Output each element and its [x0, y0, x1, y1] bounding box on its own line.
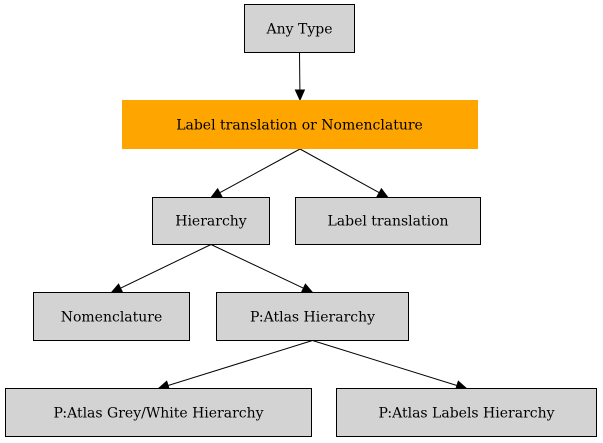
edge-patlas-hierarchy-to-patlas-labels — [312, 340, 468, 391]
node-patlas-labels-hierarchy[interactable]: P:Atlas Labels Hierarchy — [336, 388, 597, 437]
node-nomenclature-label: Nomenclature — [61, 310, 163, 326]
edge-line — [210, 244, 304, 289]
node-patlas-grey-white-hierarchy-box — [5, 388, 312, 437]
edge-label-or-nomenclature-to-hierarchy — [209, 148, 301, 199]
nodes-layer: Any Type Label translation or Nomenclatu… — [5, 4, 597, 437]
node-patlas-labels-hierarchy-label: P:Atlas Labels Hierarchy — [378, 406, 554, 422]
node-patlas-grey-white-hierarchy[interactable]: P:Atlas Grey/White Hierarchy — [5, 388, 312, 437]
node-hierarchy-label: Hierarchy — [175, 214, 247, 230]
node-label-translation-label: Label translation — [327, 214, 448, 230]
arrowhead-icon — [209, 187, 223, 199]
node-hierarchy-box — [152, 197, 270, 245]
edge-hierarchy-to-patlas-hierarchy — [210, 244, 314, 294]
edge-line — [299, 148, 380, 194]
node-nomenclature[interactable]: Nomenclature — [33, 292, 190, 341]
node-patlas-hierarchy-label: P:Atlas Hierarchy — [250, 310, 375, 326]
node-any-type[interactable]: Any Type — [244, 4, 355, 53]
node-label-translation-or-nomenclature[interactable]: Label translation or Nomenclature — [122, 100, 478, 149]
edge-line — [120, 244, 212, 289]
arrowhead-icon — [294, 89, 306, 102]
node-label-translation-or-nomenclature-box — [122, 100, 478, 149]
node-patlas-grey-white-hierarchy-label: P:Atlas Grey/White Hierarchy — [53, 406, 263, 422]
edge-line — [312, 340, 458, 387]
edge-patlas-hierarchy-to-patlas-grey-white — [157, 340, 313, 391]
node-label-translation-box — [295, 197, 481, 245]
node-hierarchy[interactable]: Hierarchy — [152, 197, 270, 245]
node-nomenclature-box — [33, 292, 190, 341]
edge-line — [219, 148, 301, 194]
arrowhead-icon — [110, 283, 124, 294]
node-patlas-labels-hierarchy-box — [336, 388, 597, 437]
node-patlas-hierarchy[interactable]: P:Atlas Hierarchy — [216, 292, 409, 341]
node-label-translation[interactable]: Label translation — [295, 197, 481, 245]
edge-label-or-nomenclature-to-label-translation — [299, 148, 390, 199]
arrowhead-icon — [300, 283, 314, 294]
node-label-translation-or-nomenclature-label: Label translation or Nomenclature — [176, 118, 423, 134]
node-patlas-hierarchy-box — [216, 292, 409, 341]
edge-hierarchy-to-nomenclature — [110, 244, 212, 294]
arrowhead-icon — [376, 187, 390, 199]
edges-layer — [110, 52, 468, 391]
node-any-type-label: Any Type — [266, 22, 333, 38]
node-any-type-box — [244, 4, 355, 53]
edge-line — [167, 340, 313, 387]
edge-any-type-to-label-or-nomenclature — [294, 52, 306, 102]
